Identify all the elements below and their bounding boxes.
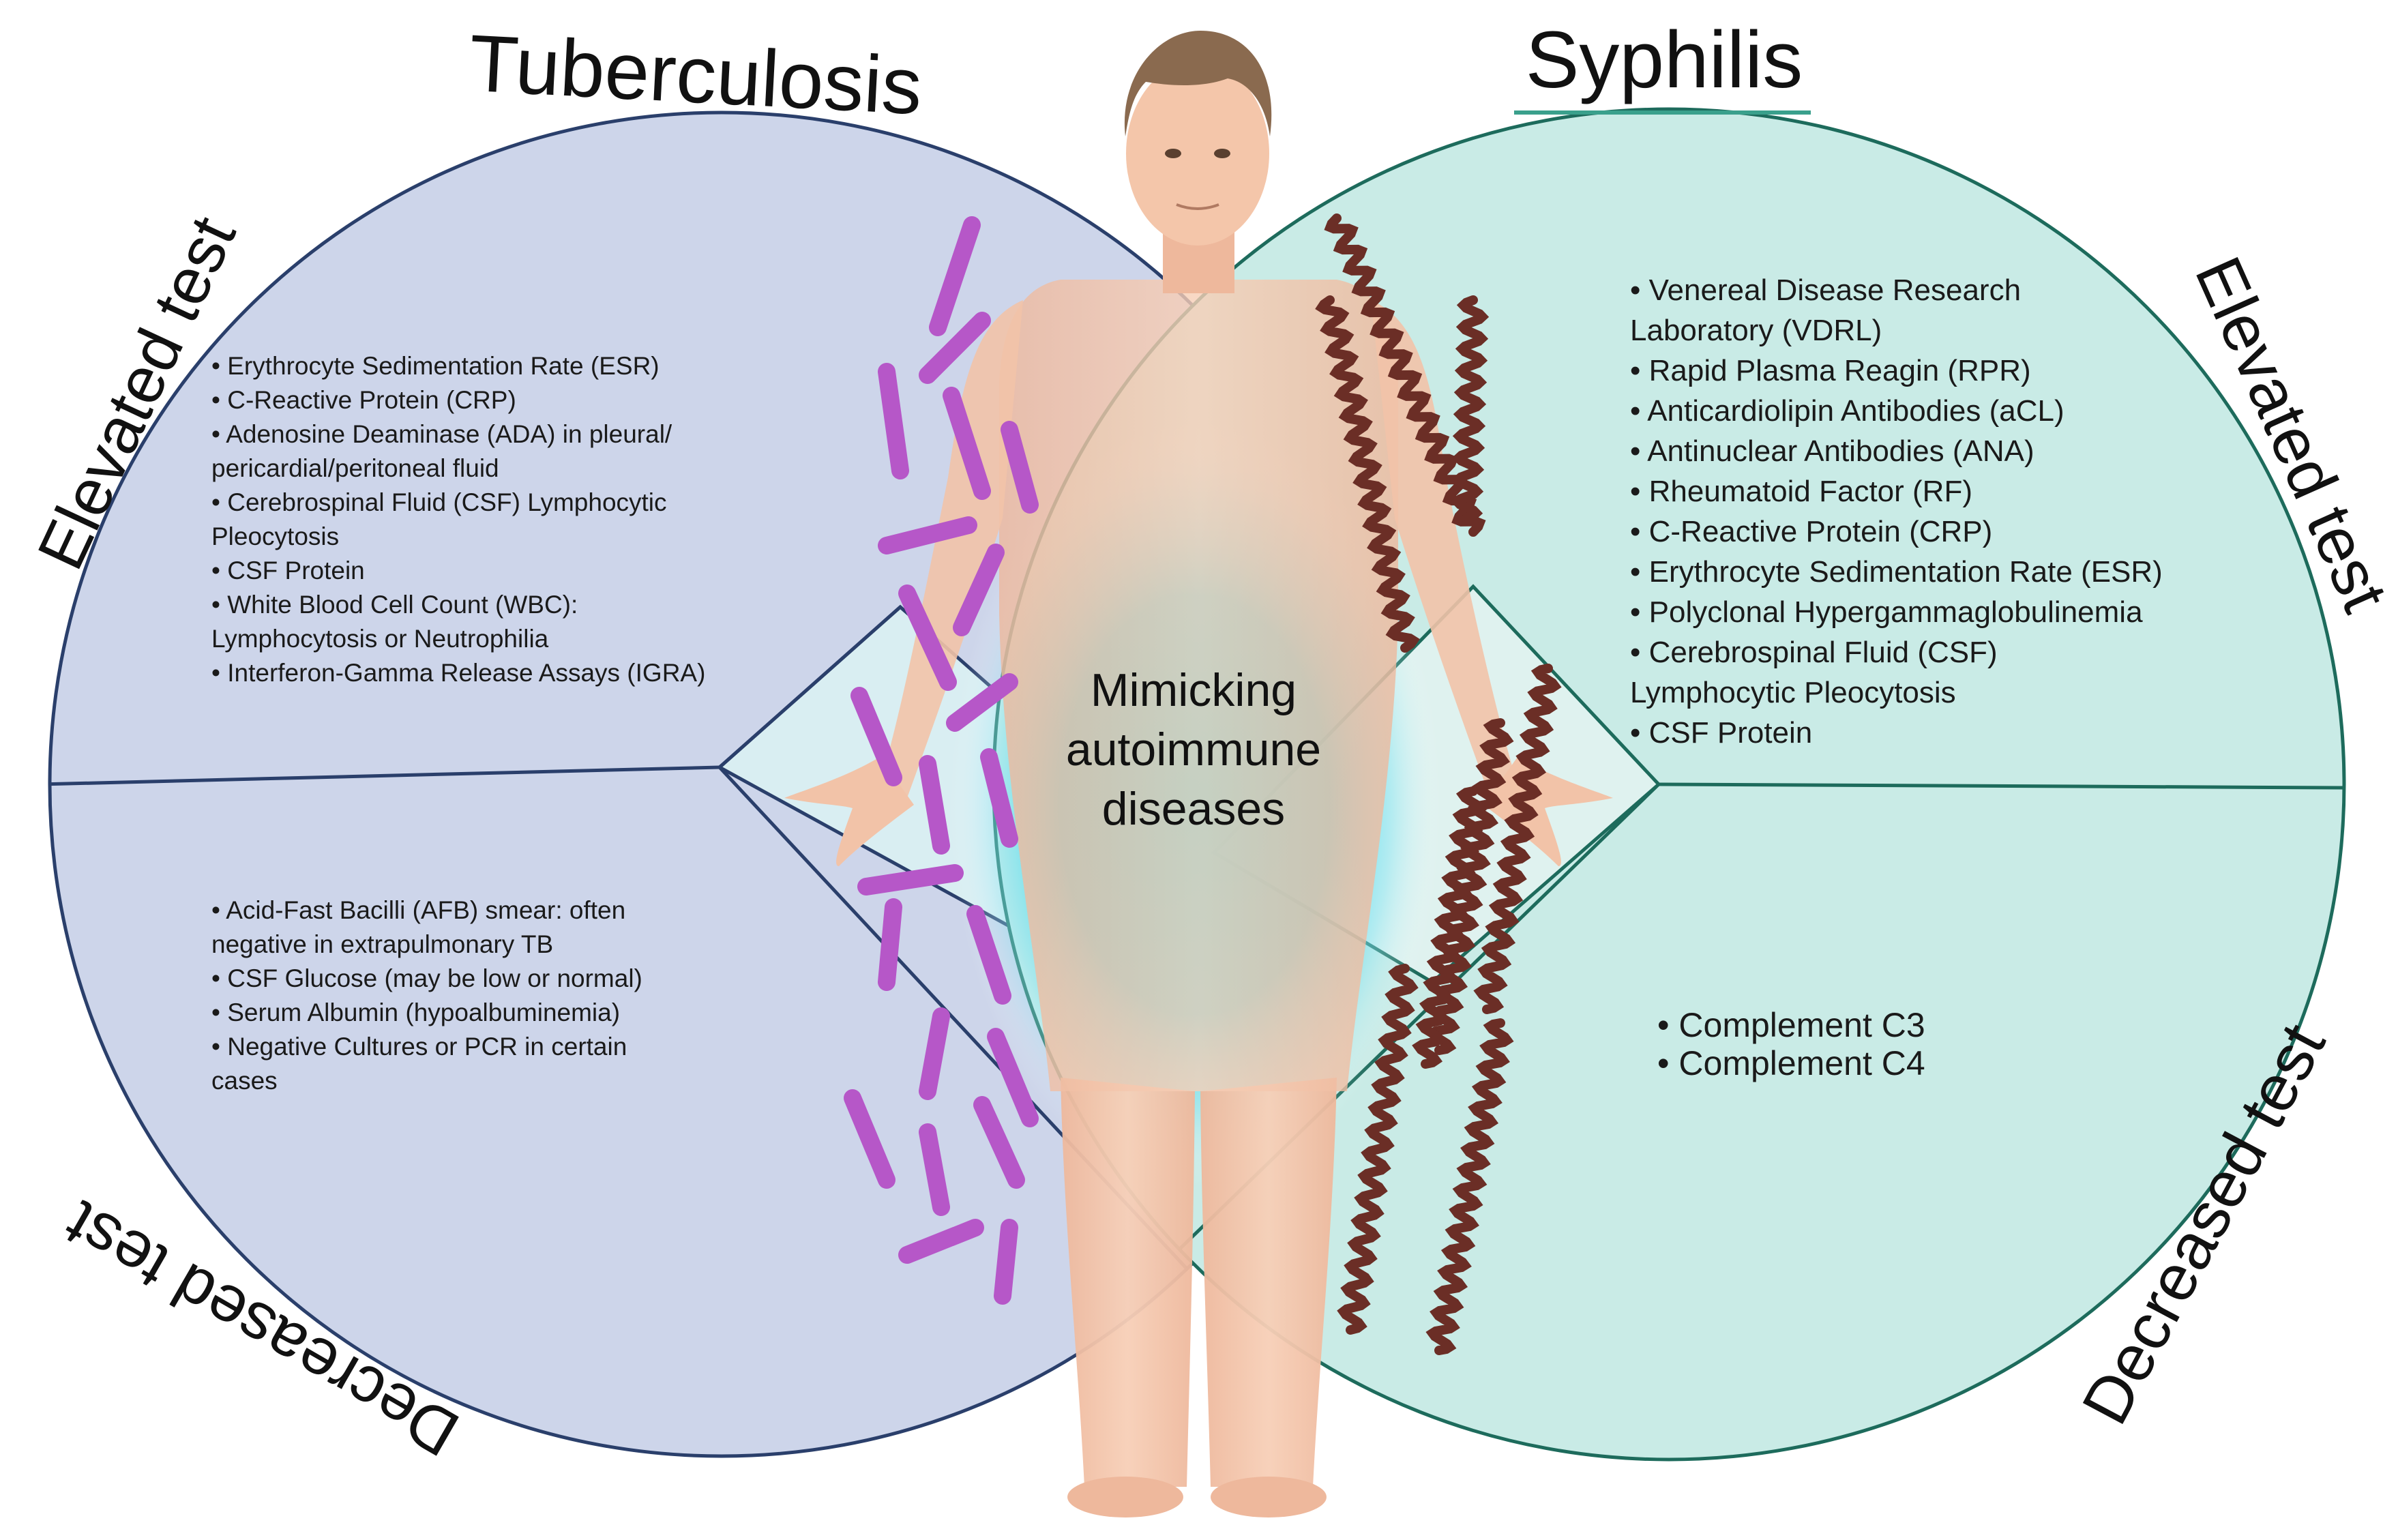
list-item: • CSF Glucose (may be low or normal) (211, 964, 642, 992)
center-line-2: autoimmune (1066, 724, 1321, 775)
list-item: • Antinuclear Antibodies (ANA) (1630, 434, 2034, 468)
tb-bacilli-icon (844, 216, 1039, 1305)
syphilis-title: Syphilis (1526, 15, 1803, 105)
center-label: Mimicking autoimmune diseases (1066, 664, 1321, 835)
list-item: • Rheumatoid Factor (RF) (1630, 475, 1972, 508)
human-figure-icon (784, 31, 1613, 1517)
list-item: negative in extrapulmonary TB (211, 930, 554, 958)
spirochete-3 (1450, 295, 1490, 523)
list-item: • Venereal Disease Research (1630, 273, 2022, 307)
spirochete-2 (1315, 295, 1420, 653)
tuberculosis-title: Tuberculosis (467, 18, 925, 132)
list-item: • Erythrocyte Sedimentation Rate (ESR) (211, 352, 660, 380)
spirochete-1 (1324, 213, 1486, 537)
list-item: • Negative Cultures or PCR in certain (211, 1033, 627, 1061)
list-item: • C-Reactive Protein (CRP) (1630, 515, 1993, 548)
list-item: • Erythrocyte Sedimentation Rate (ESR) (1630, 555, 2163, 589)
list-item: • Anticardiolipin Antibodies (aCL) (1630, 394, 2064, 428)
spirochete-6 (1412, 786, 1487, 1069)
list-item: • Serum Albumin (hypoalbuminemia) (211, 998, 621, 1026)
list-item: • Cerebrospinal Fluid (CSF) Lymphocytic (211, 488, 667, 516)
center-line-3: diseases (1102, 783, 1285, 835)
list-item: Pleocytosis (211, 522, 340, 550)
tb-elevated-tests: • Erythrocyte Sedimentation Rate (ESR) •… (211, 349, 812, 690)
spirochete-4 (1473, 664, 1562, 1014)
list-item: • White Blood Cell Count (WBC): (211, 591, 578, 619)
list-item: • Adenosine Deaminase (ADA) in pleural/ (211, 420, 672, 448)
list-item: pericardial/peritoneal fluid (211, 454, 499, 482)
list-item: • CSF Protein (1630, 716, 1813, 750)
list-item: Lymphocytosis or Neutrophilia (211, 625, 549, 653)
list-item: • Complement C3 (1657, 1006, 1925, 1044)
center-line-1: Mimicking (1091, 664, 1297, 716)
syphilis-decreased-tests: • Complement C3 • Complement C4 (1657, 1006, 2067, 1082)
list-item: • CSF Protein (211, 557, 365, 584)
spirochete-8 (1425, 1018, 1514, 1355)
list-item: • Rapid Plasma Reagin (RPR) (1630, 354, 2031, 387)
list-item: • C-Reactive Protein (CRP) (211, 386, 516, 414)
tb-decreased-tests: • Acid-Fast Bacilli (AFB) smear: often n… (211, 893, 757, 1098)
list-item: • Complement C4 (1657, 1044, 1925, 1082)
syphilis-elevated-tests: • Venereal Disease Research Laboratory (… (1630, 270, 2230, 753)
list-item: Lymphocytic Pleocytosis (1630, 676, 1956, 709)
list-item: • Interferon-Gamma Release Assays (IGRA) (211, 659, 706, 687)
spirochete-icon (1315, 213, 1562, 1355)
list-item: • Polyclonal Hypergammaglobulinemia (1630, 595, 2143, 629)
list-item: • Cerebrospinal Fluid (CSF) (1630, 636, 1998, 669)
list-item: Laboratory (VDRL) (1630, 314, 1882, 347)
list-item: cases (211, 1067, 278, 1095)
spirochete-7 (1337, 964, 1419, 1335)
list-item: • Acid-Fast Bacilli (AFB) smear: often (211, 896, 626, 924)
